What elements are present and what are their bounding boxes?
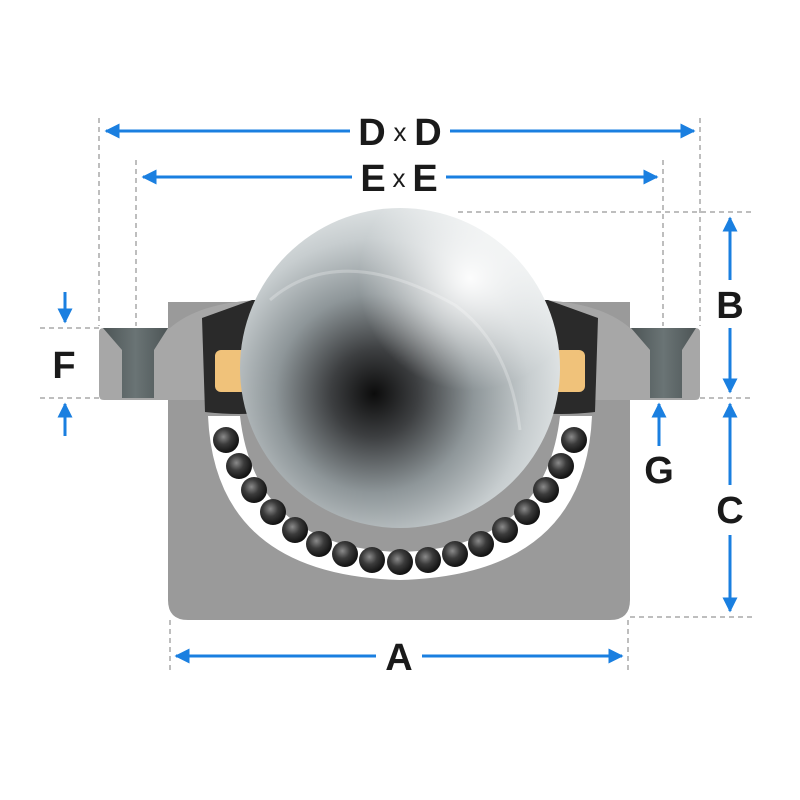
bearing-ball — [226, 453, 252, 479]
label-g: G — [644, 450, 674, 492]
bearing-ball — [442, 541, 468, 567]
bearing-ball — [282, 517, 308, 543]
bearing-ball — [533, 477, 559, 503]
bearing-ball — [387, 549, 413, 575]
left-pad — [215, 350, 247, 392]
bearing-ball — [359, 547, 385, 573]
bearing-ball — [213, 427, 239, 453]
main-ball-highlight — [240, 208, 560, 528]
bearing-ball — [492, 517, 518, 543]
bearing-ball — [332, 541, 358, 567]
bearing-ball — [260, 499, 286, 525]
label-e-left: E — [360, 158, 385, 200]
right-bolt — [631, 328, 696, 398]
right-pad — [553, 350, 585, 392]
bearing-ball — [306, 531, 332, 557]
label-b: B — [716, 285, 743, 327]
label-a: A — [385, 637, 412, 679]
label-d-sep: x — [394, 117, 407, 147]
dimension-labels: D x D E x E A B C F G — [52, 112, 743, 679]
bearing-ball — [561, 427, 587, 453]
bearing-ball — [415, 547, 441, 573]
dimension-arrows — [57, 123, 738, 664]
label-e-sep: x — [393, 163, 406, 193]
bearing-ball — [241, 477, 267, 503]
label-d-right: D — [414, 112, 441, 154]
bearing-balls — [213, 427, 587, 575]
left-bolt — [103, 328, 168, 398]
extension-lines — [40, 118, 752, 672]
ball-reflection — [269, 269, 522, 431]
label-d-left: D — [358, 112, 385, 154]
bearing-ball — [514, 499, 540, 525]
main-ball — [240, 208, 560, 528]
label-c: C — [716, 490, 743, 532]
label-f: F — [52, 345, 75, 387]
bearing-ball — [548, 453, 574, 479]
label-e-right: E — [412, 158, 437, 200]
bearing-ball — [468, 531, 494, 557]
